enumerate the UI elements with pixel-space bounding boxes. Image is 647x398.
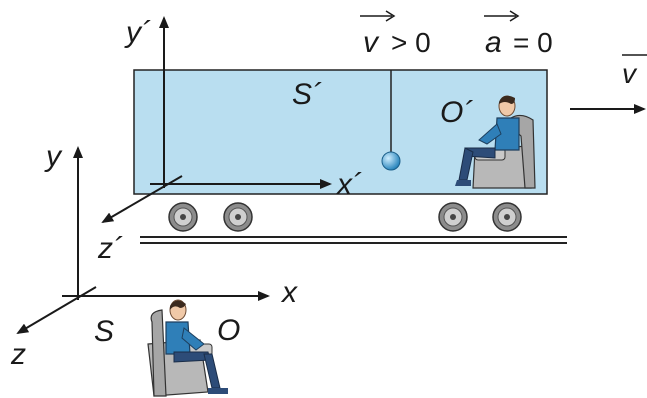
acceleration-condition: a = 0 xyxy=(484,10,553,59)
z-label: z xyxy=(10,338,26,371)
wheel xyxy=(168,202,198,232)
velocity-condition: v > 0 xyxy=(360,10,431,59)
wheel xyxy=(438,202,468,232)
pendulum-ball xyxy=(381,151,401,171)
wheel xyxy=(223,202,253,232)
z-prime-label: z´ xyxy=(97,232,123,265)
y-prime-label: y´ xyxy=(124,16,151,49)
y-label: y xyxy=(44,140,63,173)
moving-frame-label: S´ xyxy=(292,78,322,111)
x-label: x xyxy=(280,276,298,309)
moving-observer-label: O´ xyxy=(440,96,473,129)
x-prime-label: x´ xyxy=(335,168,362,201)
z-prime-axis xyxy=(101,175,183,224)
moving-observer-figure xyxy=(455,95,536,189)
ground-observer-figure xyxy=(147,299,228,397)
velocity-label: v xyxy=(622,58,638,89)
v-symbol: v xyxy=(363,26,380,59)
rails xyxy=(140,236,567,244)
ground-frame-axes xyxy=(16,146,270,335)
z-axis xyxy=(16,286,97,335)
a-symbol: a xyxy=(485,26,502,59)
velocity-vector-symbol: v xyxy=(622,54,647,89)
wheels xyxy=(168,202,522,232)
a-relation: = 0 xyxy=(513,27,553,58)
ground-observer-label: O xyxy=(217,314,240,347)
v-relation: > 0 xyxy=(391,27,431,58)
moving-frame-axes xyxy=(101,16,332,224)
ground-frame-label: S xyxy=(94,315,114,348)
wheel xyxy=(492,202,522,232)
